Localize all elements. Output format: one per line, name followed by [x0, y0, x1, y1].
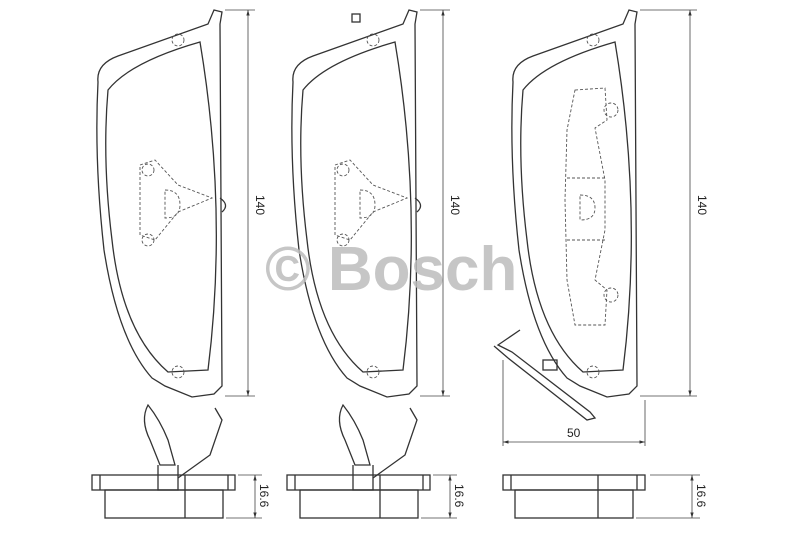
brake-pad-1-side-view — [91, 404, 236, 519]
pad1-height-label: 140 — [253, 195, 267, 215]
side1-thickness-label: 16.6 — [257, 484, 271, 508]
spring-mount — [542, 359, 558, 371]
brake-pad-1-front-view — [96, 9, 227, 398]
pad2-height-label: 140 — [448, 195, 462, 215]
brake-pad-3-front-view — [511, 9, 638, 398]
side3-thickness-label: 16.6 — [694, 484, 708, 508]
pad3-width-label: 50 — [567, 426, 581, 440]
wear-sensor-spring — [493, 329, 597, 421]
brake-pad-2-side-view — [286, 404, 431, 519]
dimension-lines — [225, 9, 700, 519]
pad3-height-label: 140 — [695, 195, 709, 215]
bosch-watermark: © Bosch — [265, 235, 517, 304]
brake-pad-2-front-view — [291, 9, 422, 398]
side2-thickness-label: 16.6 — [452, 484, 466, 508]
brake-pad-3-side-view — [502, 474, 646, 519]
